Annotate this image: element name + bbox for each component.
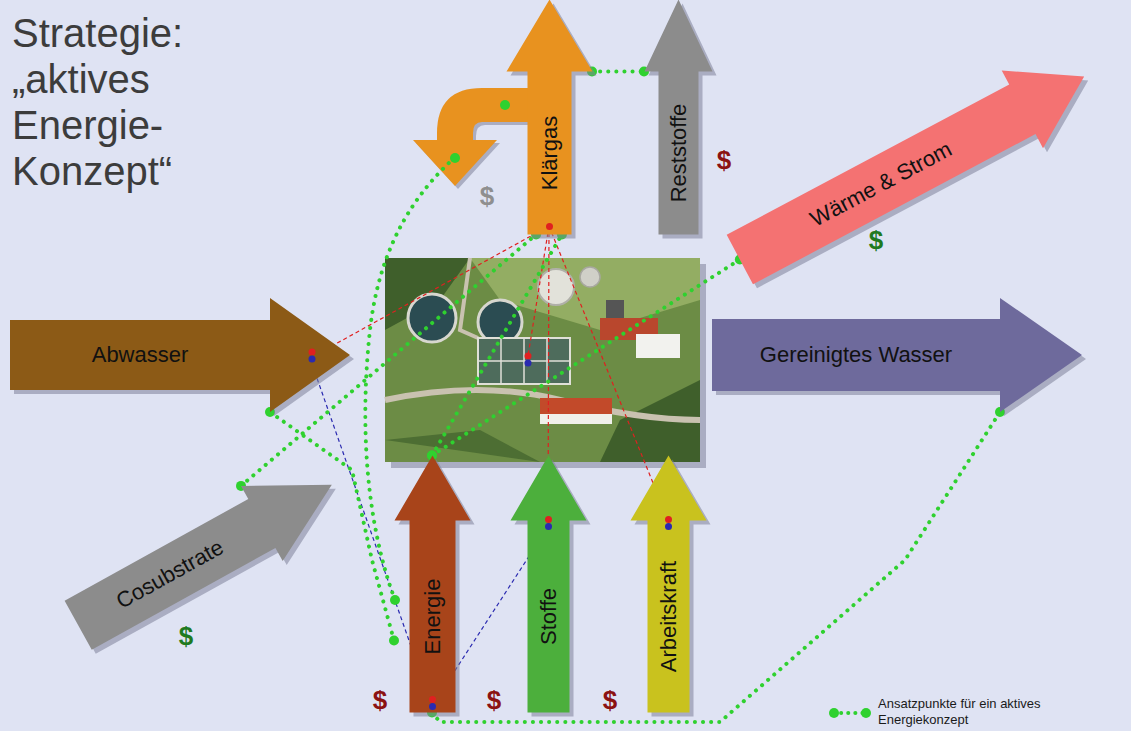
green-dot — [450, 153, 460, 163]
red-dot — [525, 353, 532, 360]
arrow-label: Klärgas — [536, 116, 562, 191]
green-dotted-connector — [432, 412, 1000, 722]
price-label-box: $ — [179, 622, 193, 651]
green-dotted-connector — [432, 235, 562, 456]
flow-arrow: Klärgas — [506, 0, 592, 235]
price-label-box: $ — [373, 686, 387, 715]
title-box: Strategie: „aktives Energie- Konzept“ — [12, 10, 292, 194]
cost-symbol: $ — [717, 146, 731, 175]
marker-dot — [665, 516, 672, 523]
legend-text: Ansatzpunkte für ein aktives Energiekonz… — [878, 696, 1043, 729]
marker-dot — [546, 223, 553, 230]
forest-patch — [385, 430, 540, 462]
red-dashed-line — [528, 226, 549, 356]
flow-arrow: Gereinigtes Wasser — [712, 298, 1082, 412]
cost-symbol: $ — [179, 622, 193, 651]
red-dashed-line — [549, 226, 668, 520]
red-dashed-line — [312, 226, 549, 357]
flow-arrow: Cosubstrate — [57, 447, 352, 663]
arrow-label-area: Energie — [409, 521, 455, 713]
arrow-label: Cosubstrate — [112, 534, 229, 615]
marker-dot — [429, 696, 436, 703]
arrow-label-area: Abwasser — [10, 320, 270, 390]
price-label-box: $ — [480, 182, 494, 211]
arrow-body — [712, 298, 1082, 412]
cost-symbol: $ — [869, 226, 883, 255]
arrow-label: Gereinigtes Wasser — [760, 342, 952, 368]
marker-dot — [665, 523, 672, 530]
arrow-label: Abwasser — [92, 342, 189, 368]
price-label-box: $ — [869, 226, 883, 255]
green-dot — [390, 595, 400, 605]
cost-symbol: $ — [487, 686, 501, 715]
photo-ground — [385, 258, 700, 462]
return-arrow — [413, 88, 530, 186]
flow-arrow: Stoffe — [510, 456, 586, 713]
arrow-body — [630, 456, 706, 713]
arrow-label-area: Arbeitskraft — [647, 521, 689, 713]
legend-sample-dot — [861, 708, 871, 718]
green-dotted-connector — [592, 70, 644, 74]
price-label-box: $ — [603, 686, 617, 715]
storage-tank — [580, 267, 600, 287]
arrow-body — [644, 0, 712, 235]
arrow-body — [510, 456, 586, 713]
arrow-label: Reststoffe — [665, 104, 691, 203]
arrow-label-area: Cosubstrate — [65, 499, 276, 650]
arrow-body — [57, 447, 352, 663]
arrow-label: Arbeitskraft — [655, 561, 681, 672]
green-dot — [500, 100, 510, 110]
plant-photo — [385, 258, 706, 468]
marker-dot — [545, 516, 552, 523]
building-roof — [540, 398, 612, 414]
arrow-body — [394, 456, 470, 713]
diagram-title: Strategie: „aktives Energie- Konzept“ — [12, 10, 292, 194]
arrow-label: Energie — [419, 579, 445, 655]
flow-arrow: Reststoffe — [644, 0, 712, 235]
arrow-label-area: Klärgas — [527, 72, 571, 235]
marker-dot — [429, 703, 436, 710]
price-label-box: $ — [487, 686, 501, 715]
building-wall — [636, 334, 680, 358]
marker-dot — [309, 356, 316, 363]
arrow-body — [506, 0, 592, 235]
arrow-label-area: Stoffe — [527, 521, 569, 713]
legend-entry: Ansatzpunkte für ein aktives Energiekonz… — [878, 696, 1043, 729]
legend-sample-dot — [829, 708, 839, 718]
clarifier-tank — [408, 294, 456, 342]
marker-dot — [309, 349, 316, 356]
price-label-box: $ — [717, 146, 731, 175]
blue-dot — [525, 360, 532, 367]
arrow-label-area: Reststoffe — [658, 72, 698, 235]
arrow-body — [10, 298, 350, 412]
building-wall — [540, 414, 612, 424]
connector-dot — [389, 636, 399, 646]
flow-arrow: Wärme & Strom — [719, 38, 1105, 299]
arrow-label-area: Wärme & Strom — [727, 85, 1036, 285]
arrow-label-area: Gereinigtes Wasser — [712, 319, 1000, 391]
cost-symbol: $ — [373, 686, 387, 715]
arrow-label: Stoffe — [535, 588, 561, 645]
cost-symbol: $ — [603, 686, 617, 715]
arrow-shape — [510, 456, 586, 713]
green-dotted-connector — [432, 260, 740, 456]
flow-arrow: Energie — [394, 456, 470, 713]
flow-arrow: Arbeitskraft — [630, 456, 706, 713]
cost-symbol: $ — [480, 182, 494, 211]
marker-dot — [545, 523, 552, 530]
silo — [606, 300, 624, 318]
arrow-body — [719, 38, 1105, 299]
flow-arrow: Abwasser — [10, 298, 350, 412]
